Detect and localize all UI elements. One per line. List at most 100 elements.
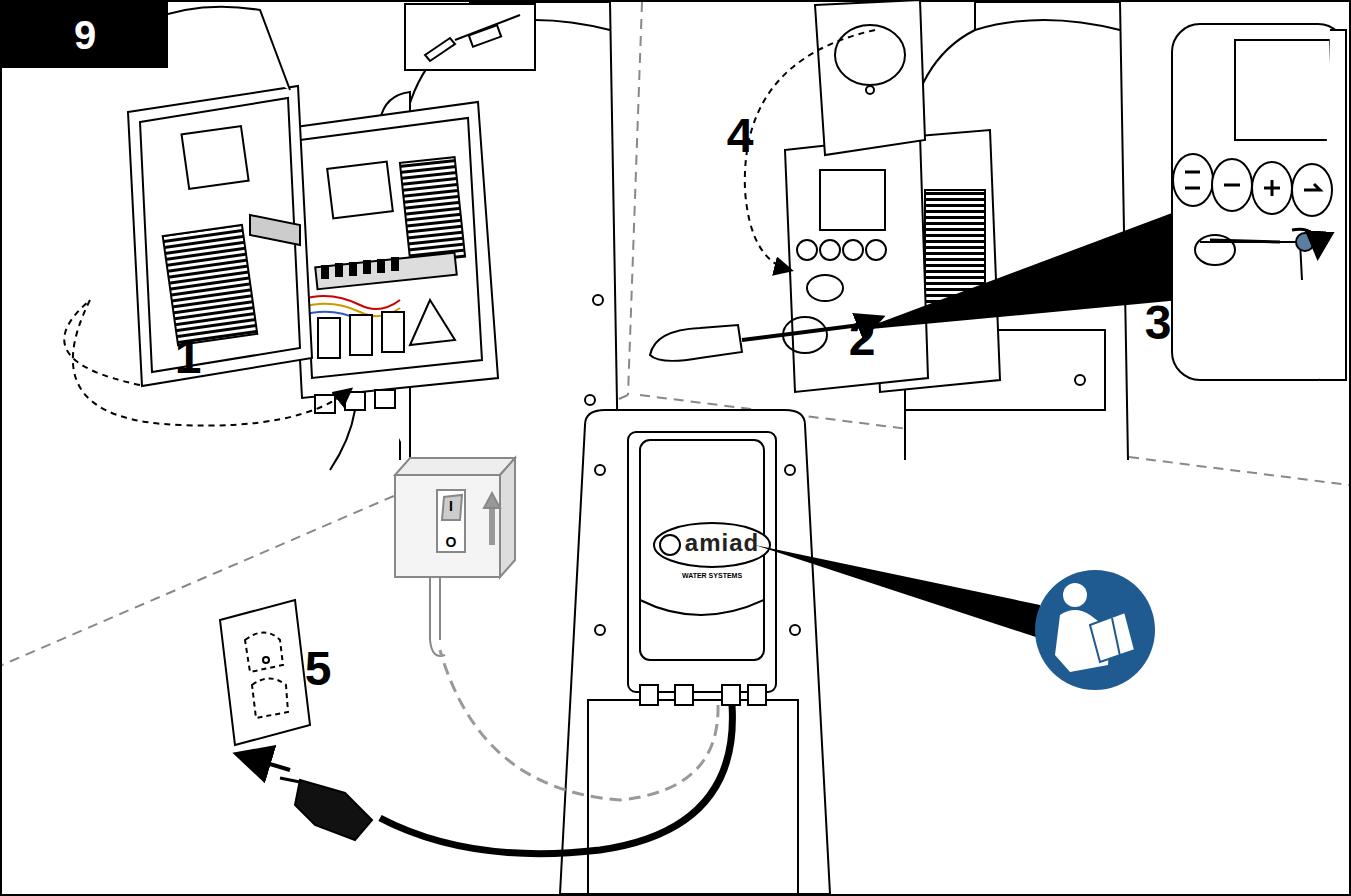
manual-leader	[755, 545, 1045, 640]
zoom-inset	[1172, 24, 1346, 380]
zoom-inset-part	[1292, 229, 1318, 255]
disconnect-switch-part	[430, 577, 445, 656]
pole-panel-2-part	[1075, 375, 1085, 385]
mounting-bracket-part	[588, 700, 798, 894]
closed-enclosure-part	[866, 240, 886, 260]
open-enclosure-part-part	[392, 258, 398, 270]
callout-number: 2	[849, 311, 876, 366]
screwdriver-part	[742, 325, 860, 340]
callout-arc-1-part	[73, 300, 350, 426]
zoom-inset-part	[1296, 233, 1314, 251]
screwdriver-part	[650, 325, 742, 361]
callout-arc-4-part	[745, 30, 875, 270]
power-cord	[240, 705, 732, 854]
wall-outlet-part	[263, 657, 269, 663]
open-lid-part	[150, 7, 290, 90]
zoom-inset-part	[1252, 162, 1292, 214]
zoom-inset-part	[1200, 242, 1302, 280]
zoom-inset-part	[1185, 172, 1200, 188]
open-enclosure-part	[350, 315, 372, 355]
read-manual-symbol-part	[1090, 612, 1135, 662]
controller-enclosure-part	[660, 535, 680, 555]
open-enclosure-part-part	[378, 260, 384, 272]
tool-icon-part	[405, 4, 535, 70]
open-enclosure-part	[288, 102, 498, 398]
zoom-leader-part	[860, 210, 1180, 330]
tool-icon-part	[469, 25, 501, 47]
power-cord-part	[380, 705, 732, 854]
open-enclosure	[288, 102, 498, 470]
callout-arc-4	[745, 30, 875, 270]
pole-panel-1-part	[585, 395, 595, 405]
mounting-bracket-part	[595, 625, 605, 635]
read-manual-symbol-part	[1063, 583, 1087, 607]
disconnect-switch-part	[442, 495, 462, 520]
screwdriver-part	[783, 317, 827, 353]
closed-enclosure-part	[815, 0, 925, 155]
zoom-inset-part	[1173, 154, 1213, 206]
wall-outlet-part	[252, 679, 288, 719]
callout-number: 1	[175, 329, 202, 384]
controller-enclosure-part	[722, 685, 740, 705]
closed-enclosure-part	[820, 170, 885, 230]
zoom-inset-part	[1212, 159, 1252, 211]
closed-enclosure-part	[843, 240, 863, 260]
read-manual-symbol-part	[1112, 618, 1120, 656]
closed-enclosure-part	[797, 240, 817, 260]
pole-panel-2-part	[975, 20, 1120, 30]
power-cord-part	[280, 778, 300, 782]
open-enclosure-part	[318, 318, 340, 358]
zoom-inset-part	[1304, 184, 1320, 190]
pole-panel-1	[380, 2, 618, 460]
open-enclosure-part	[400, 157, 465, 262]
open-enclosure-part-part	[364, 261, 370, 273]
open-lid-part	[140, 98, 300, 372]
callout-number: 5	[305, 641, 332, 696]
pole-panel-1-part	[400, 2, 618, 460]
disconnect-switch-part	[439, 577, 441, 640]
closed-enclosure-part	[820, 240, 840, 260]
callout-number: 3	[1145, 295, 1172, 350]
direction-arrow	[875, 318, 880, 320]
zoom-inset-part	[1172, 24, 1346, 380]
mounting-bracket	[560, 410, 830, 894]
open-enclosure-part	[410, 300, 455, 345]
disconnect-switch-part	[437, 490, 465, 552]
open-lid-part	[163, 225, 258, 345]
controller-enclosure-part	[675, 685, 693, 705]
closed-enclosure-part	[866, 86, 874, 94]
mounting-bracket-part	[560, 410, 830, 894]
disconnect-switch	[395, 458, 515, 656]
open-enclosure-part	[315, 395, 335, 413]
wall-outlet	[220, 600, 310, 745]
disconnect-switch-part	[489, 505, 495, 545]
open-enclosure-part	[322, 258, 398, 278]
mounting-bracket-part	[790, 625, 800, 635]
pole-panel-2	[905, 2, 1128, 460]
controller-enclosure-part	[654, 523, 770, 567]
zoom-inset-part	[1235, 40, 1330, 140]
callout-arc-1	[64, 300, 350, 426]
manual-leader-part	[755, 545, 1045, 640]
open-enclosure-part	[345, 392, 365, 410]
printed-label: amiad	[685, 529, 759, 557]
open-lid-part	[182, 126, 249, 189]
closed-enclosure-part	[807, 275, 843, 301]
power-cord-part	[240, 755, 290, 770]
switch-cable	[440, 650, 718, 800]
controller-enclosure-part	[748, 685, 766, 705]
pole-panel-1-part	[593, 295, 603, 305]
open-enclosure-part	[330, 410, 355, 470]
controller-enclosure	[628, 432, 776, 705]
mounting-bracket-part	[785, 465, 795, 475]
controller-enclosure-part	[640, 600, 764, 615]
zoom-inset-part	[1264, 180, 1280, 196]
read-manual-symbol-part	[1035, 570, 1155, 690]
open-enclosure-part	[300, 118, 482, 378]
tool-icon-part	[425, 38, 455, 61]
open-enclosure-part	[375, 390, 395, 408]
open-enclosure-part-part	[350, 263, 356, 275]
pole-panel-2-part	[905, 2, 1128, 460]
